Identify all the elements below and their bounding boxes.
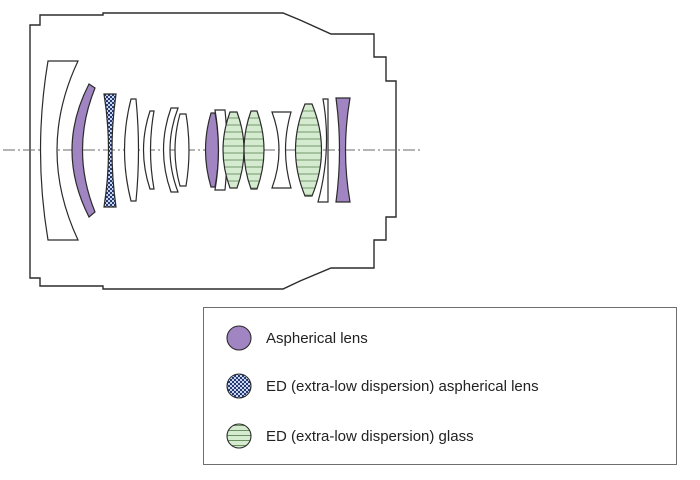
legend-item-ed-aspherical: ED (extra-low dispersion) aspherical len… bbox=[224, 372, 539, 400]
lens-element-4 bbox=[123, 98, 140, 202]
aspherical-lens-swatch bbox=[226, 325, 252, 351]
ed-glass-swatch bbox=[226, 423, 252, 449]
lens-element-6 bbox=[162, 107, 179, 193]
legend-label-aspherical: Aspherical lens bbox=[266, 329, 368, 347]
ed-aspherical-lens-swatch bbox=[226, 373, 252, 399]
lens-element-11-ed-glass bbox=[243, 110, 265, 190]
lens-barrel-outline bbox=[29, 12, 397, 290]
lens-element-14 bbox=[317, 98, 329, 203]
lens-element-15-aspherical bbox=[335, 97, 351, 203]
legend-label-ed-aspherical: ED (extra-low dispersion) aspherical len… bbox=[266, 377, 539, 395]
legend-item-aspherical: Aspherical lens bbox=[224, 324, 368, 352]
lens-element-10-ed-glass bbox=[222, 111, 245, 189]
lens-element-3-ed-aspherical bbox=[103, 93, 117, 208]
lens-construction-diagram bbox=[3, 12, 420, 290]
lens-element-12 bbox=[271, 111, 292, 189]
legend-box: Aspherical lens ED (extra-low dispersion… bbox=[203, 307, 677, 465]
legend-label-ed-glass: ED (extra-low dispersion) glass bbox=[266, 427, 474, 445]
lens-element-7 bbox=[174, 113, 190, 187]
lens-element-13-ed-glass bbox=[294, 103, 323, 197]
lens-element-2-aspherical bbox=[71, 83, 96, 218]
legend-item-ed-glass: ED (extra-low dispersion) glass bbox=[224, 422, 474, 450]
lens-element-5 bbox=[142, 110, 155, 190]
lens-element-1 bbox=[39, 60, 79, 241]
